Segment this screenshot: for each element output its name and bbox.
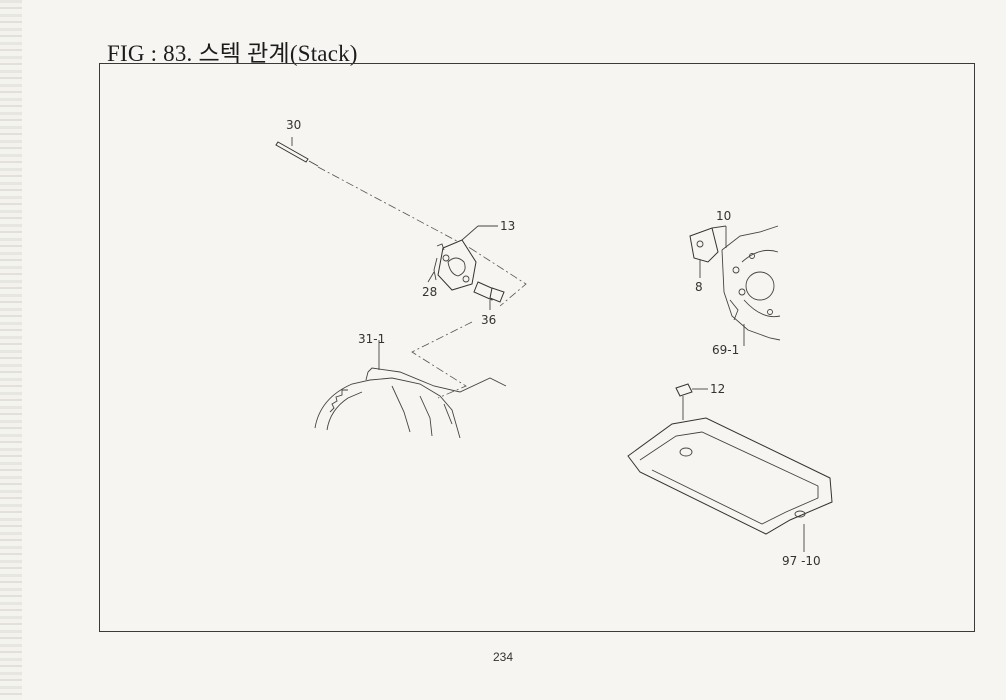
diagram-frame <box>99 63 975 632</box>
part-13-flange <box>436 225 498 291</box>
callout-69-1: 69-1 <box>712 343 739 357</box>
scan-edge-strip <box>0 0 22 700</box>
figure-title: FIG : 83. 스텍 관계(Stack) <box>107 41 358 66</box>
callout-36: 36 <box>481 313 496 327</box>
part-8-10-bracket <box>689 225 727 278</box>
callout-10: 10 <box>716 209 731 223</box>
callout-13: 13 <box>500 219 515 233</box>
callout-28: 28 <box>422 285 437 299</box>
part-69-1-engine-block <box>721 225 781 346</box>
callout-97-10: 97 -10 <box>782 554 821 568</box>
callout-8: 8 <box>695 280 703 294</box>
part-12-bolt <box>675 383 708 420</box>
callout-30: 30 <box>286 118 301 132</box>
part-97-10-cover <box>627 417 833 552</box>
part-30-dipstick <box>275 137 471 249</box>
page-number: 234 <box>492 650 514 664</box>
callout-12: 12 <box>710 382 725 396</box>
leader-line-36-to-31-1 <box>411 321 473 399</box>
part-36-fitting <box>469 247 527 310</box>
callout-31-1: 31-1 <box>358 332 385 346</box>
part-28-gasket <box>427 257 438 283</box>
part-31-1-housing <box>314 340 507 439</box>
